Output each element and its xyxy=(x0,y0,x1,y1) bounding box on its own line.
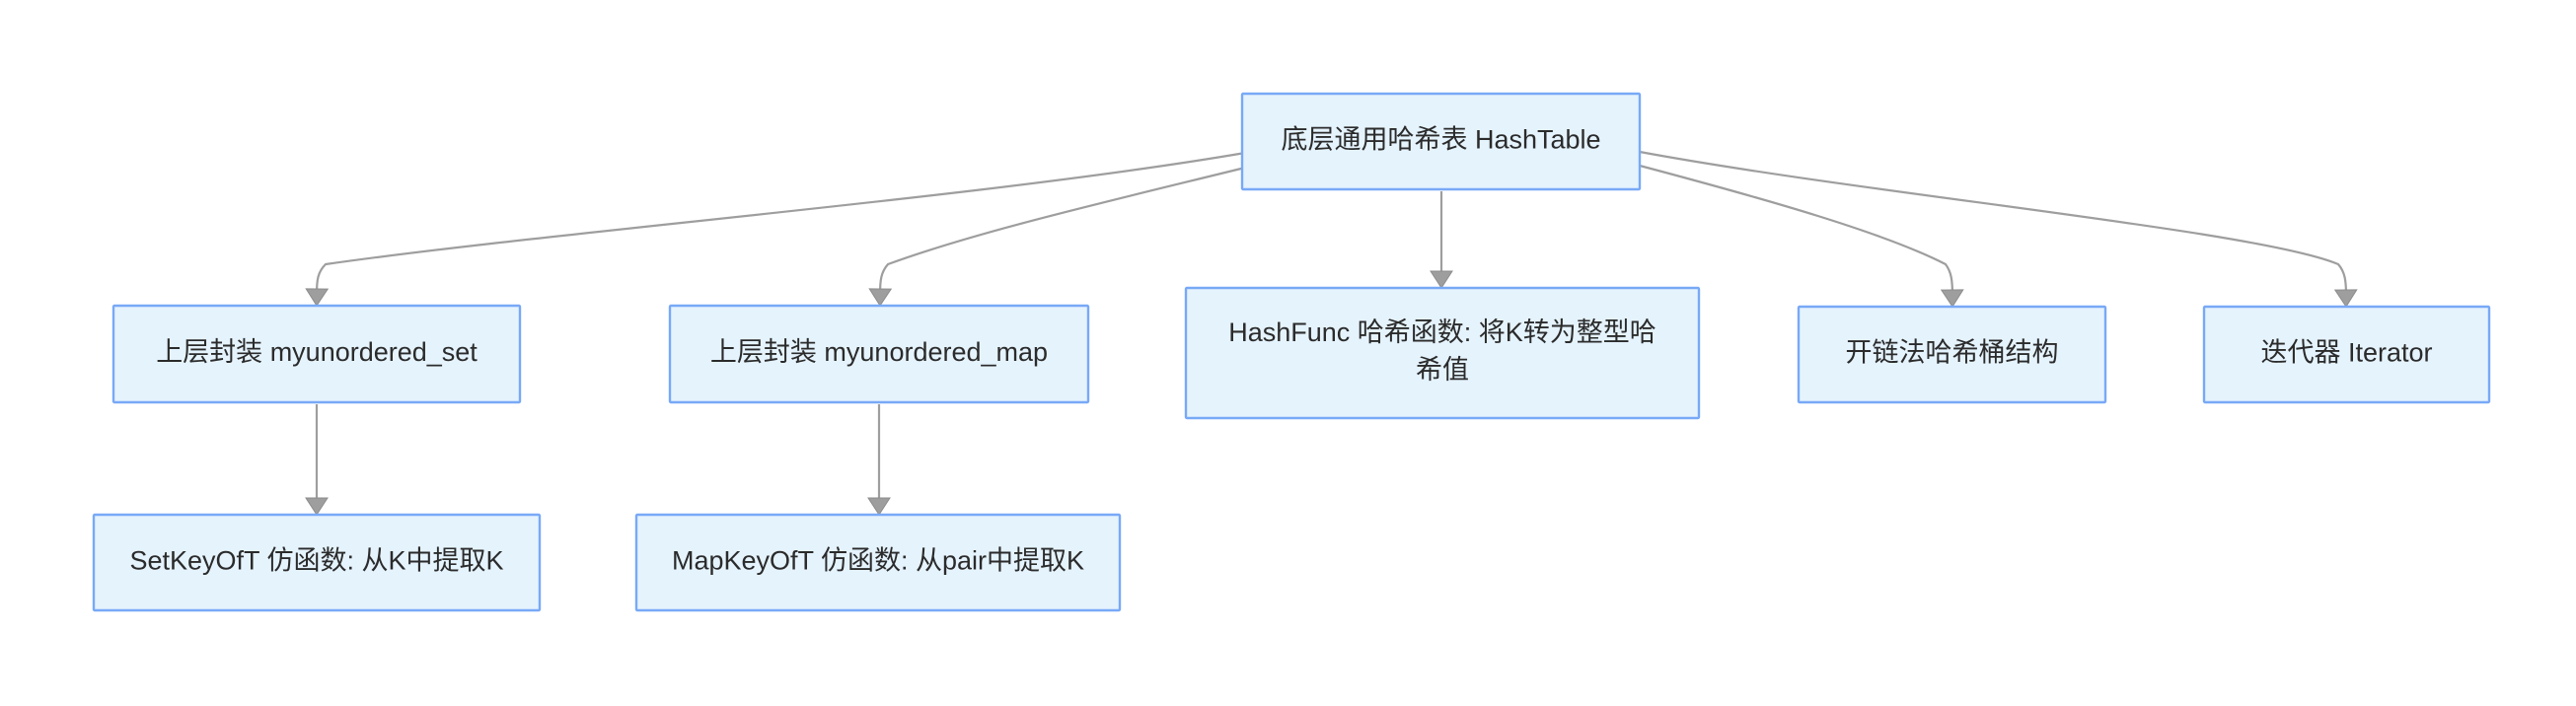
edge-hashtable-to-myunordered_set xyxy=(305,151,1246,307)
node-box[interactable] xyxy=(2202,305,2491,404)
node-iterator[interactable]: 迭代器 Iterator xyxy=(2202,305,2491,404)
node-label-line: 希值 xyxy=(1416,355,1469,385)
node-hashtable[interactable]: 底层通用哈希表 HashTable xyxy=(1240,92,1642,191)
node-label: 上层封装 myunordered_set xyxy=(156,337,478,367)
edge-hashtable-to-iterator xyxy=(1639,150,2358,308)
arrowhead-icon xyxy=(1430,270,1453,289)
node-box[interactable] xyxy=(634,513,1122,612)
node-myunordered_map[interactable]: 上层封装 myunordered_map xyxy=(668,304,1090,404)
edge-line xyxy=(315,151,1246,296)
node-label: HashFunc 哈希函数: 将K转为整型哈希值 xyxy=(1228,318,1656,385)
edge-hashtable-to-hashfunc xyxy=(1430,190,1453,289)
node-box[interactable] xyxy=(1797,305,2107,404)
node-box[interactable] xyxy=(668,304,1090,404)
node-label-line: 底层通用哈希表 HashTable xyxy=(1281,125,1600,155)
node-box[interactable] xyxy=(111,304,522,404)
node-label-line: 迭代器 Iterator xyxy=(2260,338,2432,368)
node-hashfunc[interactable]: HashFunc 哈希函数: 将K转为整型哈希值 xyxy=(1184,286,1701,420)
node-label-line: HashFunc 哈希函数: 将K转为整型哈 xyxy=(1228,318,1656,347)
edge-line xyxy=(1639,164,1954,297)
arrowhead-icon xyxy=(867,497,891,516)
node-label: 上层封装 myunordered_map xyxy=(710,337,1048,367)
node-setkeyoft[interactable]: SetKeyOfT 仿函数: 从K中提取K xyxy=(92,513,542,612)
edge-line xyxy=(1639,150,2348,297)
node-label: SetKeyOfT 仿函数: 从K中提取K xyxy=(129,546,503,576)
node-myunordered_set[interactable]: 上层封装 myunordered_set xyxy=(111,304,522,404)
arrowhead-icon xyxy=(305,288,330,307)
node-label: 迭代器 Iterator xyxy=(2260,338,2432,368)
edge-myunordered_map-to-mapkeyoft xyxy=(867,403,891,516)
node-box[interactable] xyxy=(1240,92,1642,191)
arrowhead-icon xyxy=(305,497,329,516)
edge-hashtable-to-bucket xyxy=(1639,164,1964,308)
node-label-line: 上层封装 myunordered_set xyxy=(156,337,478,367)
node-label: 底层通用哈希表 HashTable xyxy=(1281,125,1600,155)
node-box[interactable] xyxy=(1184,286,1701,420)
edges-layer xyxy=(305,150,2358,516)
node-mapkeyoft[interactable]: MapKeyOfT 仿函数: 从pair中提取K xyxy=(634,513,1122,612)
node-bucket[interactable]: 开链法哈希桶结构 xyxy=(1797,305,2107,404)
edge-hashtable-to-myunordered_map xyxy=(868,166,1246,307)
node-label-line: MapKeyOfT 仿函数: 从pair中提取K xyxy=(672,546,1084,576)
node-label-line: SetKeyOfT 仿函数: 从K中提取K xyxy=(129,546,503,576)
arrowhead-icon xyxy=(1940,289,1964,308)
edge-line xyxy=(878,166,1246,296)
nodes-layer: 底层通用哈希表 HashTable 上层封装 myunordered_set 上层封… xyxy=(92,92,2491,612)
arrowhead-icon xyxy=(2333,289,2358,308)
node-label-line: 开链法哈希桶结构 xyxy=(1846,338,2059,368)
node-label: 开链法哈希桶结构 xyxy=(1846,338,2059,368)
node-label-line: 上层封装 myunordered_map xyxy=(710,337,1048,367)
node-box[interactable] xyxy=(92,513,542,612)
edge-myunordered_set-to-setkeyoft xyxy=(305,404,329,516)
arrowhead-icon xyxy=(868,288,893,307)
node-label: MapKeyOfT 仿函数: 从pair中提取K xyxy=(672,546,1084,576)
